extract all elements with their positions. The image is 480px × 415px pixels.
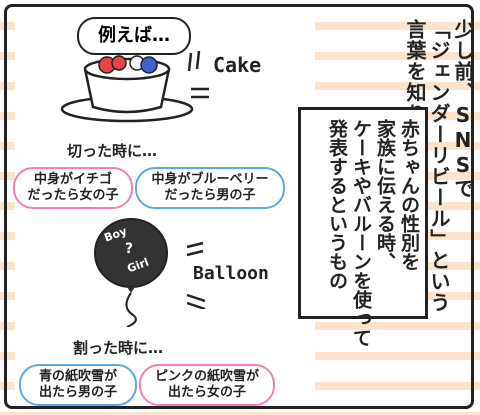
balloon-illustration [94, 218, 168, 327]
balloon-text-question: ? [125, 241, 134, 257]
narration-col-2: 「ジェンダーリビール」という [427, 19, 451, 313]
strawberry-girl-note: 中身がイチゴ だったら女の子 [13, 167, 133, 209]
blueberry-boy-note: 中身がブルーベリー だったら男の子 [135, 167, 285, 209]
cake-illustration [60, 55, 194, 123]
balloon-label: Balloon [193, 263, 269, 284]
explanation-line-4: 発表するというもの [326, 119, 348, 290]
mark-lines [187, 50, 209, 99]
explanation-line-3: ケーキやバルーンを使って [350, 119, 372, 347]
narration-col-1: 少し前、SNSで [451, 19, 474, 199]
cut-label: 切った時に… [67, 142, 158, 160]
blue-confetti-boy-note: 青の紙吹雪が 出たら男の子 [19, 364, 137, 406]
pink-confetti-girl-note: ピンクの紙吹雪が 出たら女の子 [139, 364, 275, 406]
explanation-line-1: 赤ちゃんの性別を [398, 119, 420, 271]
pop-label: 割った時に… [73, 339, 164, 357]
cake-label: Cake [213, 53, 262, 77]
example-bubble: 例えば… [77, 17, 191, 55]
explanation-line-2: 家族に伝える時、 [374, 119, 396, 271]
balloon-mark-lines [186, 241, 206, 309]
explanation-box [298, 107, 428, 319]
comic-panel: 例えば… Cake 切った時に… 中身がイチゴ だったら女の子 中身がブルーベリ… [4, 4, 474, 409]
blueberry-icon [140, 56, 158, 74]
